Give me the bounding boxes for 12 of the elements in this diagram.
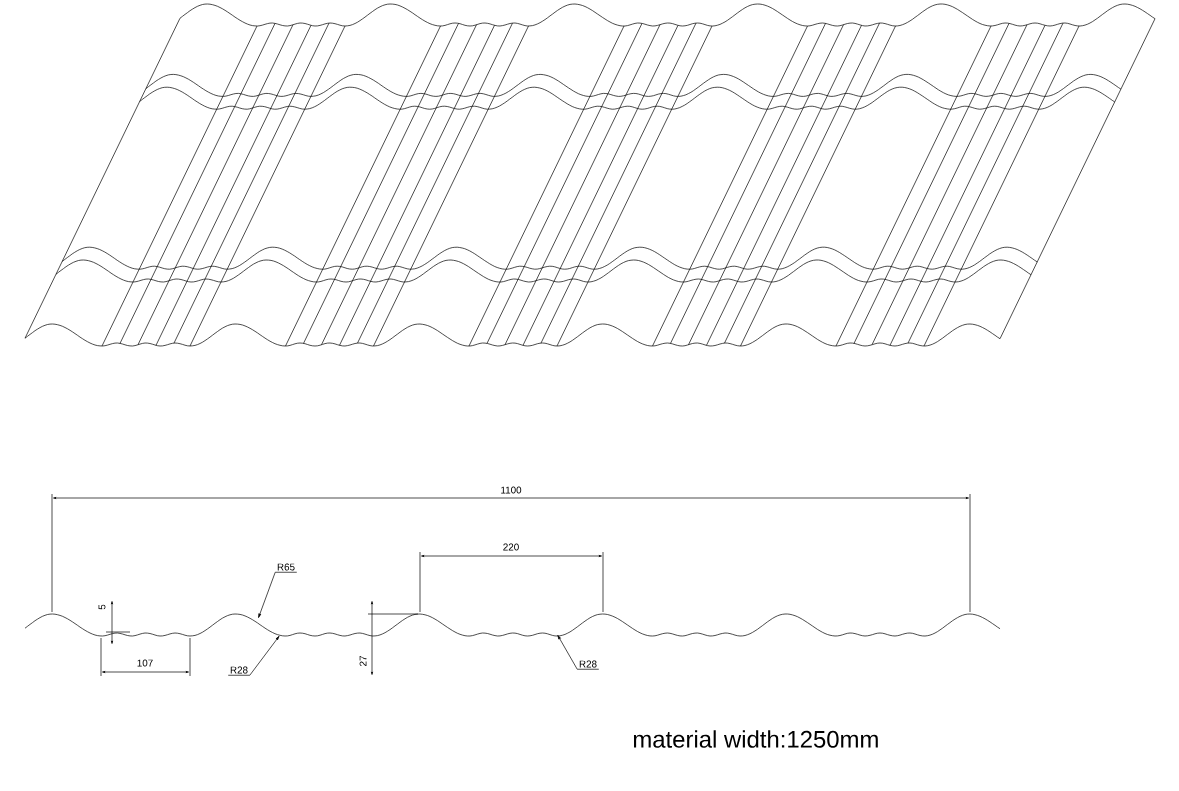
radius-label: R65 [277, 563, 295, 571]
dimension-text: 27 [359, 656, 367, 666]
leader-line [258, 571, 298, 618]
leader-line [557, 634, 600, 670]
radius-label: R28 [579, 660, 597, 668]
radius-label: R28 [230, 666, 248, 674]
profile-drawing [24, 613, 1001, 637]
note-text: material width:1250mm [633, 730, 878, 748]
dimension-text: 220 [501, 542, 521, 552]
dimension-text: 107 [137, 659, 153, 667]
leader-line [227, 635, 280, 676]
dimension-text: 1100 [499, 485, 523, 495]
